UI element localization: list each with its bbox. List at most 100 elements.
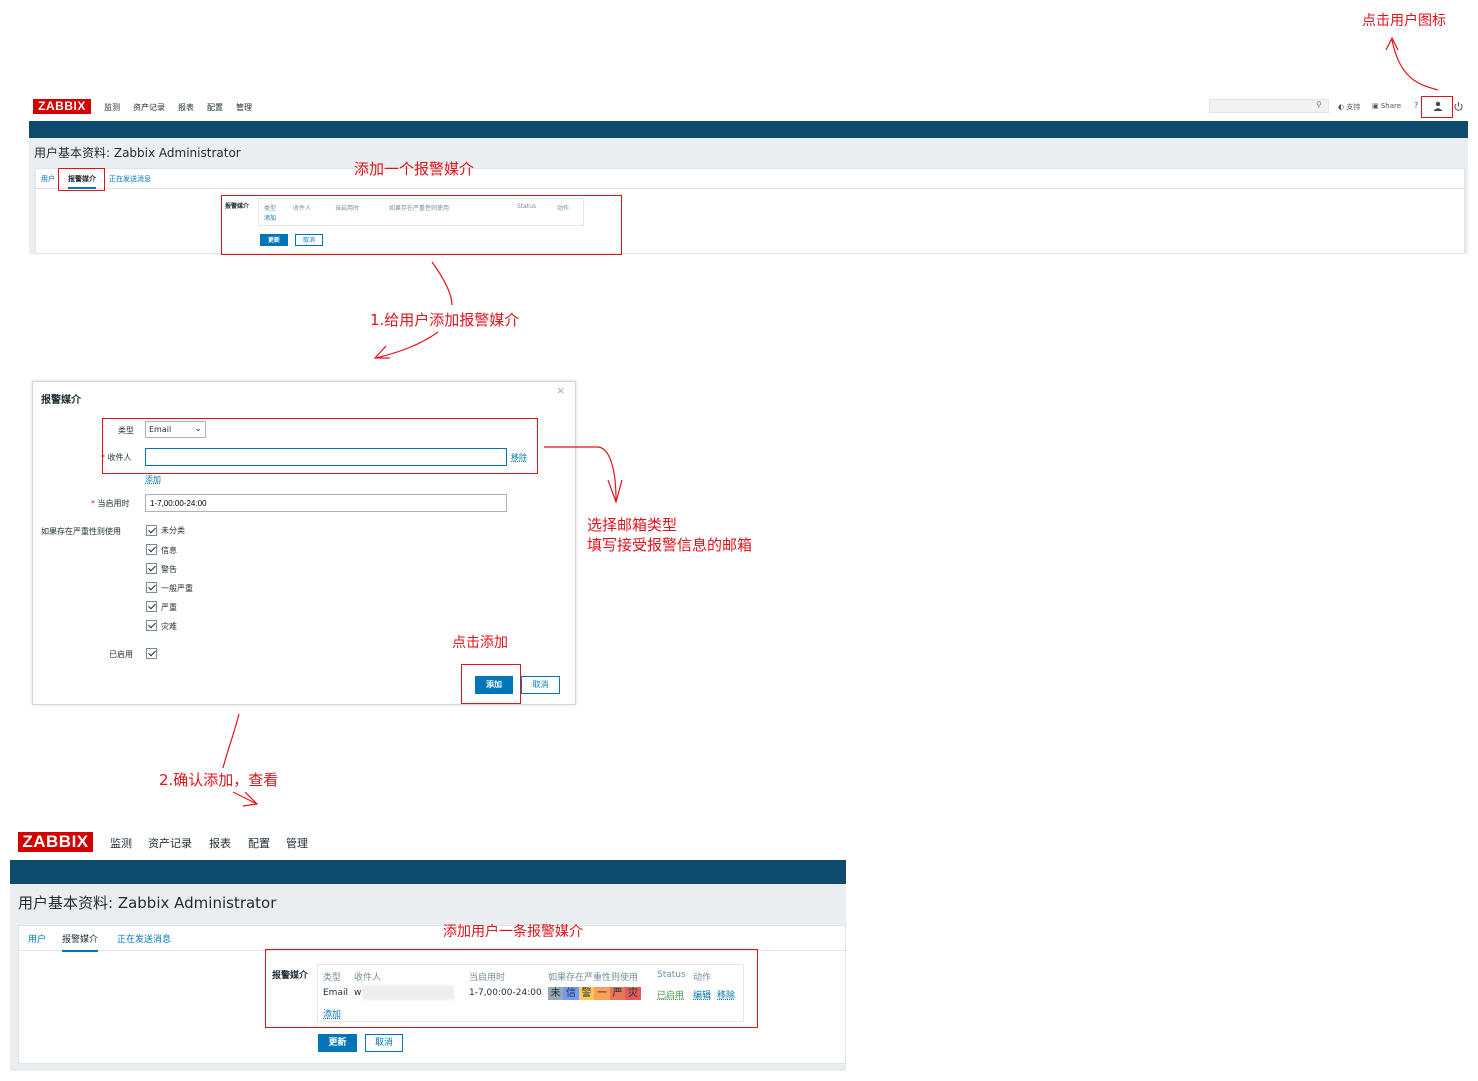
cancel-button[interactable]: 取消 <box>295 234 323 246</box>
arrow-to-user-icon <box>1385 36 1439 91</box>
nav-configuration[interactable]: 配置 <box>207 103 223 112</box>
nav-inventory[interactable]: 资产记录 <box>148 837 192 850</box>
zabbix-logo[interactable]: ZABBIX <box>33 99 91 114</box>
when-active-input[interactable] <box>145 494 507 512</box>
col-status: Status <box>517 203 537 210</box>
update-button[interactable]: 更新 <box>260 234 288 246</box>
media-dialog <box>32 381 576 705</box>
severity-checkbox-information[interactable] <box>146 544 157 555</box>
sev-disaster: 灾 <box>625 987 641 1000</box>
severity-checkbox-disaster[interactable] <box>146 620 157 631</box>
sev-not-classified: 未 <box>548 987 563 1000</box>
col-action: 动作 <box>693 973 712 983</box>
severity-checkbox-not-classified[interactable] <box>146 525 157 536</box>
tab-user[interactable]: 用户 <box>28 935 47 945</box>
update-button-bottom[interactable]: 更新 <box>318 1034 357 1052</box>
severity-label-disaster: 灾难 <box>161 622 177 631</box>
sev-information: 信 <box>563 987 579 1000</box>
severity-strip: 未 信 警 一 严 灾 <box>548 987 641 1000</box>
annotation-choose-email: 选择邮箱类型 <box>587 516 678 534</box>
media-label: 报警媒介 <box>225 203 250 210</box>
recipient-label-text: 收件人 <box>107 453 132 462</box>
arrow-step2 <box>222 713 259 807</box>
zabbix-logo-bottom[interactable]: ZABBIX <box>18 832 93 852</box>
highlight-media-tab <box>58 168 105 191</box>
severity-checkbox-warning[interactable] <box>146 563 157 574</box>
sev-average: 一 <box>594 987 610 1000</box>
col-severity: 如果存在严重性则使用 <box>389 205 450 212</box>
col-recipient: 收件人 <box>293 205 312 212</box>
severity-checkbox-high[interactable] <box>146 601 157 612</box>
edit-media-link[interactable]: 编辑 <box>693 991 712 1001</box>
severity-checkbox-average[interactable] <box>146 582 157 593</box>
status-enabled-link[interactable]: 已启用 <box>657 991 685 1001</box>
nav-reports[interactable]: 报表 <box>209 837 231 850</box>
dialog-title: 报警媒介 <box>41 395 81 406</box>
cancel-button-bottom[interactable]: 取消 <box>365 1034 403 1052</box>
severity-label-high: 严重 <box>161 603 177 612</box>
annotation-step1: 1.给用户添加报警媒介 <box>370 311 520 329</box>
tab-messaging[interactable]: 正在发送消息 <box>109 175 151 183</box>
severity-label-information: 信息 <box>161 546 177 555</box>
col-status: Status <box>657 970 686 980</box>
tab-divider <box>35 188 1465 189</box>
nav-monitoring[interactable]: 监测 <box>110 837 132 850</box>
share-label: Share <box>1380 102 1402 110</box>
close-icon[interactable]: × <box>556 384 566 397</box>
share-link[interactable]: ▣ Share <box>1372 102 1401 110</box>
nav-reports[interactable]: 报表 <box>178 103 194 112</box>
col-recipient: 收件人 <box>354 973 382 983</box>
dialog-add-button[interactable]: 添加 <box>475 676 513 694</box>
highlight-media-table-bottom <box>265 949 758 1028</box>
recipient-redaction <box>362 985 454 1000</box>
severity-label: 如果存在严重性则使用 <box>41 527 121 536</box>
required-mark: * <box>101 453 108 462</box>
tab-media[interactable]: 报警媒介 <box>62 932 99 952</box>
highlight-type-recipient <box>102 418 538 474</box>
remove-recipient-link[interactable]: 移除 <box>511 453 527 462</box>
nav-configuration[interactable]: 配置 <box>248 837 270 850</box>
col-when-active: 当启用时 <box>335 205 360 212</box>
arrow-step1 <box>373 261 453 359</box>
row-recipient: w <box>354 988 362 998</box>
add-recipient-link[interactable]: 添加 <box>145 475 161 484</box>
power-icon[interactable] <box>1453 101 1464 112</box>
tab-media[interactable]: 报警媒介 <box>68 174 96 189</box>
help-button[interactable]: ? <box>1414 101 1419 110</box>
col-type: 类型 <box>323 973 342 983</box>
media-table <box>258 198 584 226</box>
col-type: 类型 <box>264 205 277 212</box>
support-label: 支持 <box>1346 103 1361 111</box>
tab-user[interactable]: 用户 <box>41 175 55 183</box>
user-icon[interactable] <box>1432 101 1444 111</box>
tab-divider-bottom <box>18 950 846 951</box>
search-input[interactable] <box>1209 99 1329 113</box>
type-select[interactable]: Email ⌄ <box>145 421 206 438</box>
sev-high: 严 <box>610 987 625 1000</box>
nav-administration[interactable]: 管理 <box>286 837 308 850</box>
tab-messaging[interactable]: 正在发送消息 <box>117 935 172 945</box>
enabled-checkbox[interactable] <box>146 648 157 659</box>
header-band <box>29 121 1468 138</box>
search-icon[interactable]: ⚲ <box>1316 100 1322 109</box>
nav-administration[interactable]: 管理 <box>236 103 252 112</box>
annotation-fill-email: 填写接受报警信息的邮箱 <box>587 536 753 554</box>
support-link[interactable]: ◐ 支持 <box>1338 102 1360 112</box>
page-title: 用户基本资料: Zabbix Administrator <box>34 146 241 160</box>
highlight-user-icon <box>1421 96 1453 118</box>
col-severity: 如果存在严重性则使用 <box>548 973 639 983</box>
annotation-click-add: 点击添加 <box>452 635 508 651</box>
recipient-label: * 收件人 <box>101 452 132 463</box>
type-label: 类型 <box>118 426 134 435</box>
nav-monitoring[interactable]: 监测 <box>104 103 120 112</box>
severity-label-warning: 警告 <box>161 565 177 574</box>
recipient-input[interactable] <box>145 448 507 466</box>
add-media-link[interactable]: 添加 <box>264 215 277 222</box>
support-icon: ◐ <box>1338 103 1345 111</box>
media-label-bottom: 报警媒介 <box>272 971 309 981</box>
dialog-cancel-button[interactable]: 取消 <box>521 676 560 694</box>
annotation-step2: 2.确认添加，查看 <box>159 771 279 789</box>
nav-inventory[interactable]: 资产记录 <box>133 103 165 112</box>
remove-media-link[interactable]: 移除 <box>717 991 736 1001</box>
add-media-link[interactable]: 添加 <box>323 1010 342 1020</box>
